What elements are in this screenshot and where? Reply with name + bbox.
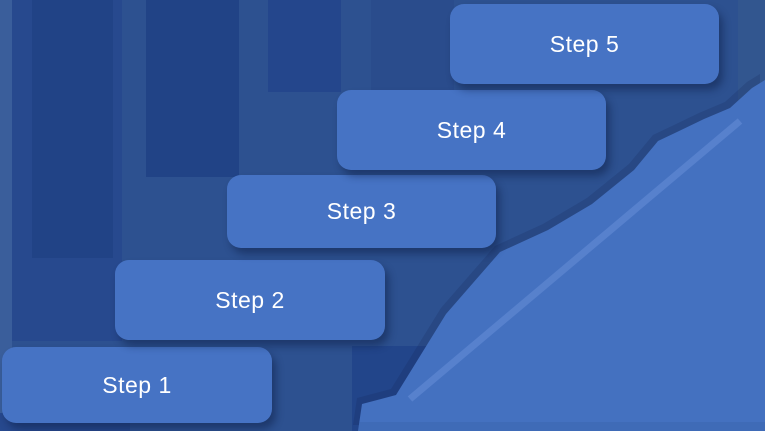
background-under-step1-strip [0,423,130,431]
step-box-3[interactable]: Step 3 [227,175,496,248]
mountain-bottom-band [358,422,765,431]
step-box-1[interactable]: Step 1 [2,347,272,423]
step-box-4[interactable]: Step 4 [337,90,606,170]
step-label-2: Step 2 [215,286,285,313]
step-label-1: Step 1 [102,371,172,398]
background-bar-4 [371,0,454,95]
background-bar-3 [268,0,341,92]
background-bar-2 [146,0,239,177]
background-left-strip [0,0,12,413]
step-label-3: Step 3 [326,198,397,224]
step-box-2[interactable]: Step 2 [115,260,385,340]
background-bar-1-inner [32,0,113,258]
step-label-4: Step 4 [436,116,507,143]
step-box-5[interactable]: Step 5 [450,4,719,84]
mountain-silhouette [358,80,765,431]
mountain-stripe [407,118,743,402]
step-label-5: Step 5 [549,30,620,57]
